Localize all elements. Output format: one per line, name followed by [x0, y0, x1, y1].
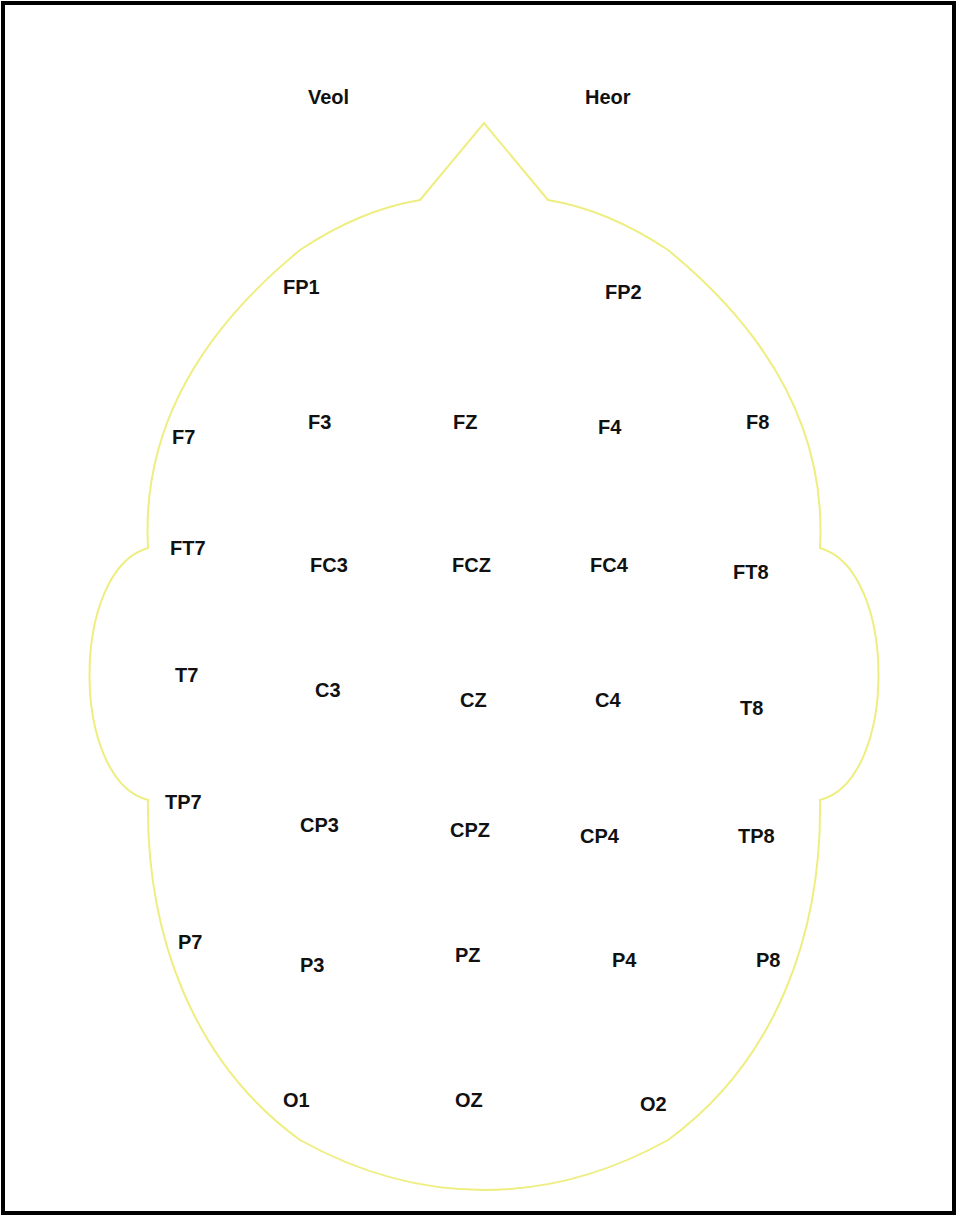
- electrode-label: T8: [740, 696, 763, 720]
- electrode-label: O1: [283, 1088, 310, 1112]
- electrode-label: CZ: [460, 688, 487, 712]
- electrode-label: F4: [598, 415, 621, 439]
- electrode-label: P4: [612, 948, 636, 972]
- electrode-label: FC3: [310, 553, 348, 577]
- electrode-label: F7: [172, 425, 195, 449]
- electrode-label: P8: [756, 948, 780, 972]
- electrode-label: FT8: [733, 560, 769, 584]
- electrode-label: F8: [746, 410, 769, 434]
- channel-label: Heor: [585, 85, 631, 109]
- electrode-label: C4: [595, 688, 621, 712]
- electrode-label: C3: [315, 678, 341, 702]
- electrode-label: TP8: [738, 824, 775, 848]
- electrode-label: CP3: [300, 813, 339, 837]
- electrode-label: P3: [300, 953, 324, 977]
- electrode-label: T7: [175, 663, 198, 687]
- frame-border: [3, 3, 954, 1213]
- electrode-label: FP2: [605, 280, 642, 304]
- electrode-label: PZ: [455, 943, 481, 967]
- electrode-label: FCZ: [452, 553, 491, 577]
- electrode-label: F3: [308, 410, 331, 434]
- electrode-label: CPZ: [450, 818, 490, 842]
- head-outline: [90, 123, 879, 1190]
- electrode-label: FT7: [170, 536, 206, 560]
- electrode-label: FP1: [283, 275, 320, 299]
- electrode-label: TP7: [165, 790, 202, 814]
- electrode-label: P7: [178, 930, 202, 954]
- electrode-label: FZ: [453, 410, 477, 434]
- electrode-label: OZ: [455, 1088, 483, 1112]
- electrode-label: CP4: [580, 824, 619, 848]
- electrode-label: FC4: [590, 553, 628, 577]
- electrode-label: O2: [640, 1092, 667, 1116]
- channel-label: Veol: [308, 85, 349, 109]
